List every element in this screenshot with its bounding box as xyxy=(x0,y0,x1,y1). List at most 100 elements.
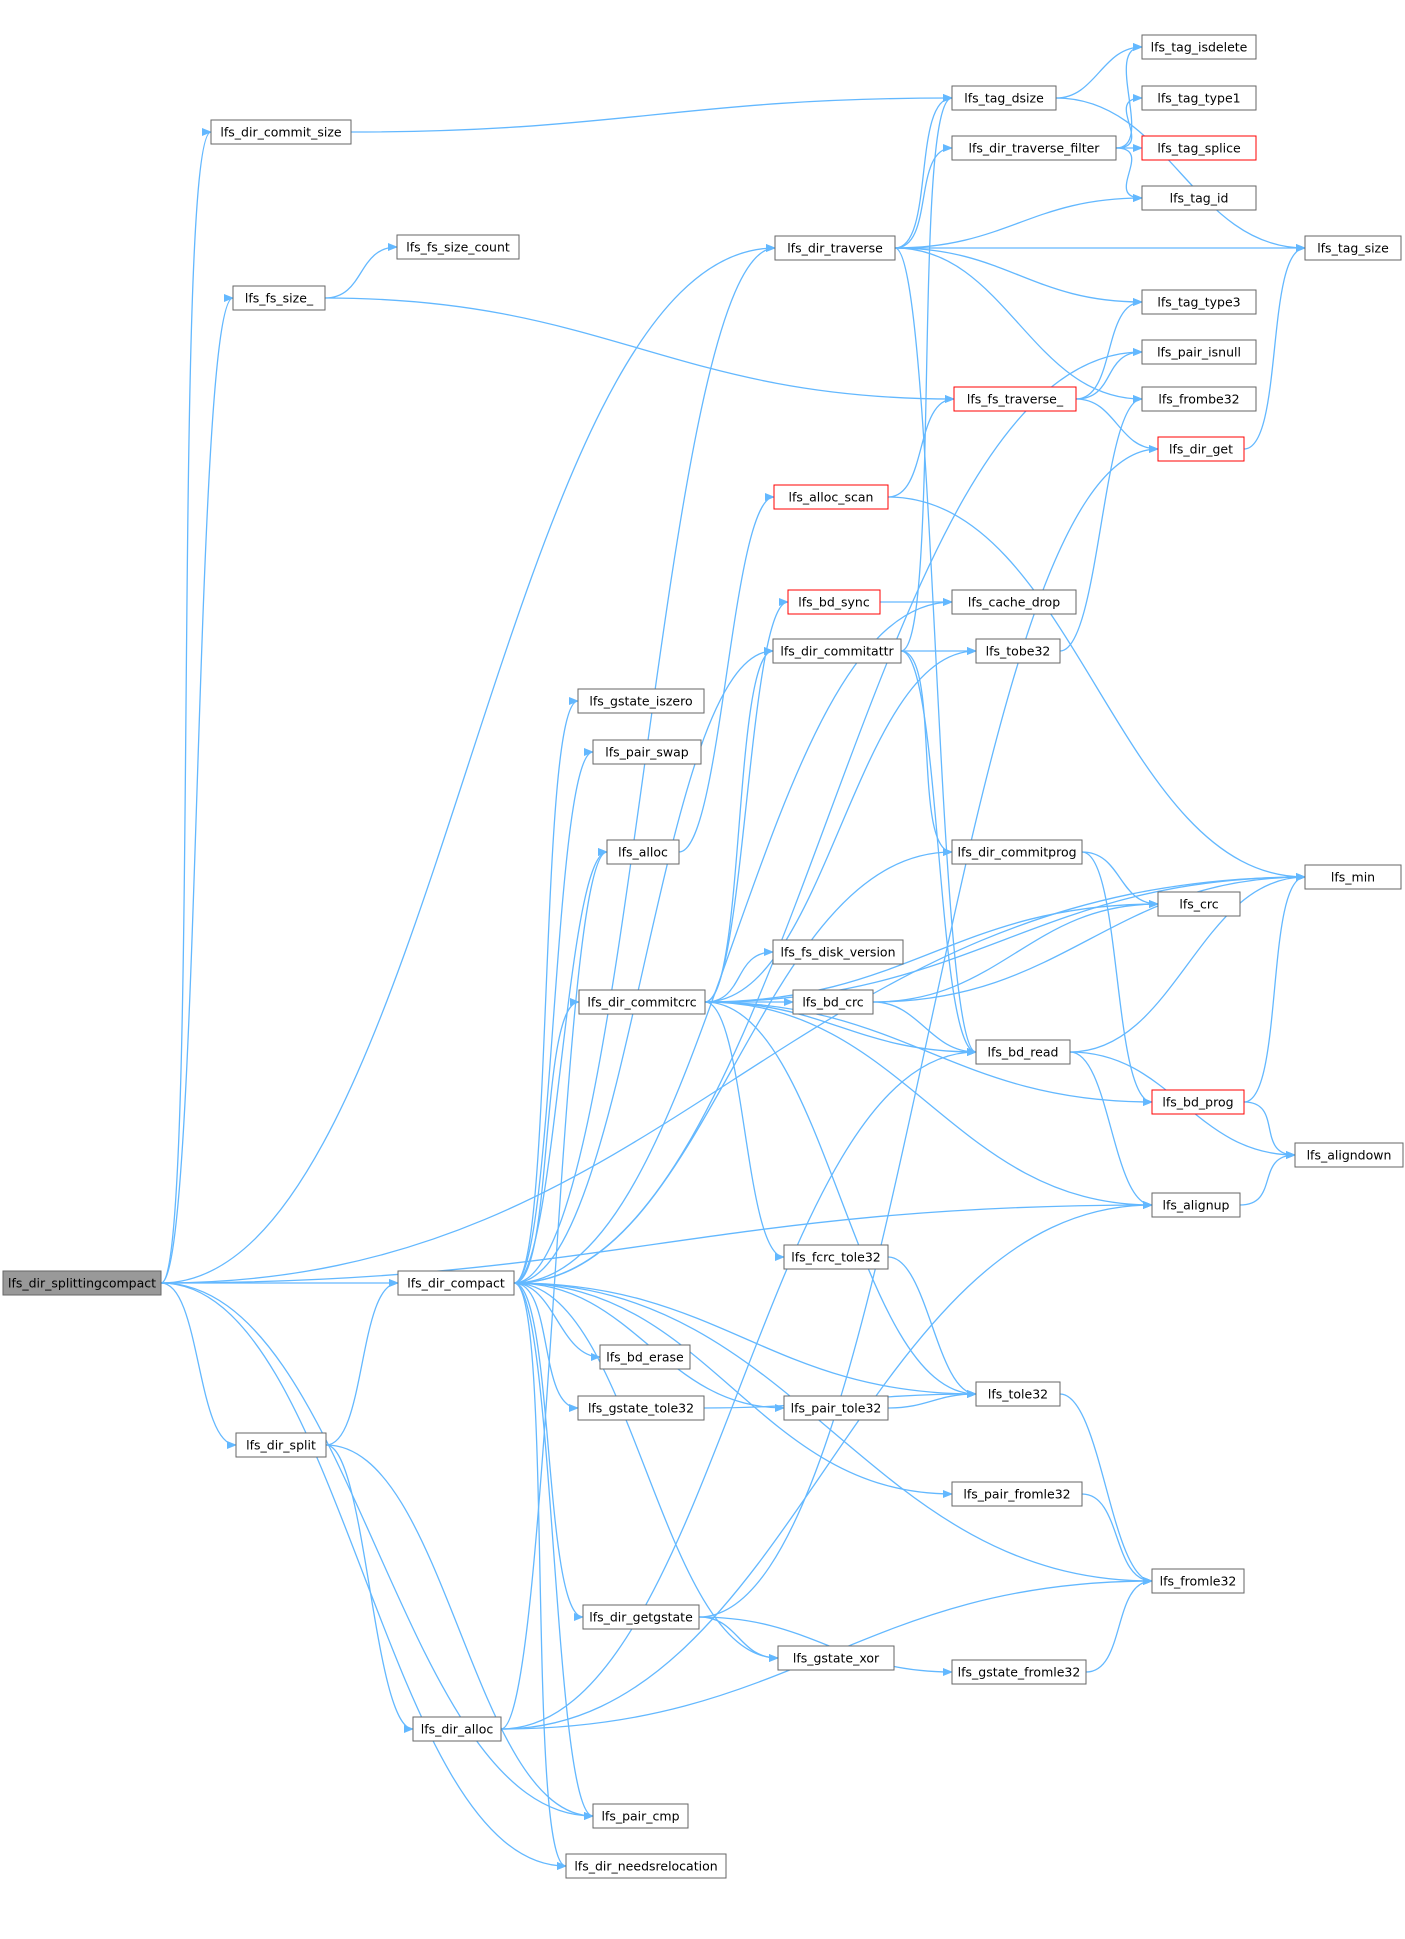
node-label-pair_tole32: lfs_pair_tole32 xyxy=(791,1401,882,1416)
edge-path-tole32-to-fromle32 xyxy=(1059,1393,1153,1585)
node-gstate_fromle32[interactable]: lfs_gstate_fromle32 xyxy=(951,1659,1087,1685)
node-gstate_tole32[interactable]: lfs_gstate_tole32 xyxy=(577,1395,705,1421)
edge-path-alloc_scan-to-min xyxy=(887,496,1306,881)
node-cache_drop[interactable]: lfs_cache_drop xyxy=(951,589,1077,615)
node-fromle32[interactable]: lfs_fromle32 xyxy=(1151,1568,1245,1594)
node-bd_read[interactable]: lfs_bd_read xyxy=(975,1039,1071,1065)
node-tag_isdelete[interactable]: lfs_tag_isdelete xyxy=(1141,34,1257,60)
node-bd_sync[interactable]: lfs_bd_sync xyxy=(787,589,881,615)
edge-path-commitattr-to-commitprog xyxy=(900,650,953,856)
node-crc[interactable]: lfs_crc xyxy=(1157,891,1241,917)
node-alloc[interactable]: lfs_alloc xyxy=(606,839,680,865)
node-label-alignup: lfs_alignup xyxy=(1163,1198,1230,1213)
node-tag_type3[interactable]: lfs_tag_type3 xyxy=(1141,289,1257,315)
edge-path-commitcrc-to-bd_prog xyxy=(704,1001,1153,1106)
edge-splittingcompact-to-alignup xyxy=(160,1201,1153,1284)
node-box-tobe32 xyxy=(975,638,1061,664)
node-label-alloc_scan: lfs_alloc_scan xyxy=(789,490,874,505)
node-commitattr[interactable]: lfs_dir_commitattr xyxy=(772,638,902,664)
edge-compact-to-pair_swap xyxy=(513,748,594,1284)
edge-path-bd_crc-to-bd_read xyxy=(872,1001,977,1056)
node-box-pair_cmp xyxy=(592,1803,689,1829)
node-pair_tole32[interactable]: lfs_pair_tole32 xyxy=(783,1395,889,1421)
edge-path-compact-to-pair_cmp xyxy=(513,1282,594,1820)
node-box-commitprog xyxy=(951,839,1083,865)
node-alloc_scan[interactable]: lfs_alloc_scan xyxy=(773,484,889,510)
node-label-splittingcompact: lfs_dir_splittingcompact xyxy=(8,1276,156,1291)
node-pair_swap[interactable]: lfs_pair_swap xyxy=(592,739,702,765)
node-bd_erase[interactable]: lfs_bd_erase xyxy=(599,1344,691,1370)
edge-commitcrc-to-fs_disk_version xyxy=(704,948,774,1003)
node-label-pair_isnull: lfs_pair_isnull xyxy=(1157,345,1241,360)
node-compact[interactable]: lfs_dir_compact xyxy=(397,1270,515,1296)
node-bd_prog[interactable]: lfs_bd_prog xyxy=(1151,1089,1245,1115)
node-traverse[interactable]: lfs_dir_traverse xyxy=(774,235,896,261)
node-frombe32[interactable]: lfs_frombe32 xyxy=(1141,386,1257,412)
edge-traverse-to-traverse_filter xyxy=(894,144,953,249)
node-tole32[interactable]: lfs_tole32 xyxy=(975,1381,1061,1407)
node-tag_type1[interactable]: lfs_tag_type1 xyxy=(1141,85,1257,111)
edge-path-compact-to-gstate_xor xyxy=(513,1282,779,1662)
node-box-tag_isdelete xyxy=(1141,34,1257,60)
edge-path-traverse-to-tag_dsize xyxy=(894,94,953,249)
node-gstate_xor[interactable]: lfs_gstate_xor xyxy=(777,1645,895,1671)
node-commitcrc[interactable]: lfs_dir_commitcrc xyxy=(578,989,706,1015)
node-fs_traverse_[interactable]: lfs_fs_traverse_ xyxy=(953,386,1077,412)
node-box-tag_id xyxy=(1141,185,1257,211)
node-label-compact: lfs_dir_compact xyxy=(407,1276,505,1291)
node-split[interactable]: lfs_dir_split xyxy=(235,1432,327,1458)
node-fs_disk_version[interactable]: lfs_fs_disk_version xyxy=(772,939,904,965)
node-splittingcompact[interactable]: lfs_dir_splittingcompact xyxy=(2,1270,162,1296)
node-box-alloc xyxy=(606,839,680,865)
edge-path-alignup-to-aligndown xyxy=(1239,1151,1296,1206)
node-box-compact xyxy=(397,1270,515,1296)
node-alignup[interactable]: lfs_alignup xyxy=(1151,1192,1241,1218)
edge-commitattr-to-commitprog xyxy=(900,650,953,856)
node-tag_dsize[interactable]: lfs_tag_dsize xyxy=(951,85,1057,111)
node-fs_size_count[interactable]: lfs_fs_size_count xyxy=(396,234,520,260)
edge-split-to-dir_alloc xyxy=(325,1444,414,1733)
node-label-fs_size_: lfs_fs_size_ xyxy=(245,291,314,306)
edge-commitattr-to-bd_read xyxy=(900,650,977,1056)
node-dir_alloc[interactable]: lfs_dir_alloc xyxy=(412,1716,502,1742)
node-label-commitattr: lfs_dir_commitattr xyxy=(780,644,894,659)
node-pair_isnull[interactable]: lfs_pair_isnull xyxy=(1141,339,1257,365)
edge-path-getgstate-to-gstate_fromle32 xyxy=(698,1616,953,1676)
edge-path-fs_traverse_-to-dir_get xyxy=(1075,398,1159,453)
node-fs_size_[interactable]: lfs_fs_size_ xyxy=(232,285,326,311)
node-pair_fromle32[interactable]: lfs_pair_fromle32 xyxy=(951,1481,1083,1507)
node-traverse_filter[interactable]: lfs_dir_traverse_filter xyxy=(951,135,1117,161)
node-getgstate[interactable]: lfs_dir_getgstate xyxy=(582,1604,700,1630)
node-tag_splice[interactable]: lfs_tag_splice xyxy=(1141,135,1257,161)
node-box-commitattr xyxy=(772,638,902,664)
node-gstate_iszero[interactable]: lfs_gstate_iszero xyxy=(577,688,705,714)
edge-splittingcompact-to-pair_cmp xyxy=(160,1282,594,1820)
edge-path-commit_size-to-tag_dsize xyxy=(350,94,953,133)
edge-path-commitattr-to-tag_dsize xyxy=(900,94,953,652)
node-needsreloc[interactable]: lfs_dir_needsrelocation xyxy=(565,1853,727,1879)
node-commit_size[interactable]: lfs_dir_commit_size xyxy=(210,119,352,145)
node-pair_cmp[interactable]: lfs_pair_cmp xyxy=(592,1803,689,1829)
node-box-commit_size xyxy=(210,119,352,145)
node-label-fcrc_tole32: lfs_fcrc_tole32 xyxy=(791,1250,881,1265)
nodes-layer: lfs_dir_splittingcompact lfs_dir_commit_s… xyxy=(2,34,1404,1879)
edge-getgstate-to-gstate_xor xyxy=(698,1616,779,1662)
node-min[interactable]: lfs_min xyxy=(1304,864,1402,890)
node-bd_crc[interactable]: lfs_bd_crc xyxy=(792,989,874,1015)
edge-getgstate-to-gstate_fromle32 xyxy=(698,1616,953,1676)
node-box-traverse xyxy=(774,235,896,261)
node-tobe32[interactable]: lfs_tobe32 xyxy=(975,638,1061,664)
node-label-traverse_filter: lfs_dir_traverse_filter xyxy=(969,141,1101,156)
node-box-needsreloc xyxy=(565,1853,727,1879)
edge-splittingcompact-to-split xyxy=(160,1282,237,1449)
edge-bd_crc-to-min xyxy=(872,873,1306,1003)
edge-commitattr-to-tag_dsize xyxy=(900,94,953,652)
edge-path-commitcrc-to-fs_disk_version xyxy=(704,948,774,1003)
edge-traverse_filter-to-tag_type1 xyxy=(1115,94,1143,149)
node-tag_size[interactable]: lfs_tag_size xyxy=(1304,235,1402,261)
node-dir_get[interactable]: lfs_dir_get xyxy=(1157,436,1245,462)
node-tag_id[interactable]: lfs_tag_id xyxy=(1141,185,1257,211)
node-commitprog[interactable]: lfs_dir_commitprog xyxy=(951,839,1083,865)
node-fcrc_tole32[interactable]: lfs_fcrc_tole32 xyxy=(783,1244,889,1270)
node-aligndown[interactable]: lfs_aligndown xyxy=(1294,1142,1404,1168)
